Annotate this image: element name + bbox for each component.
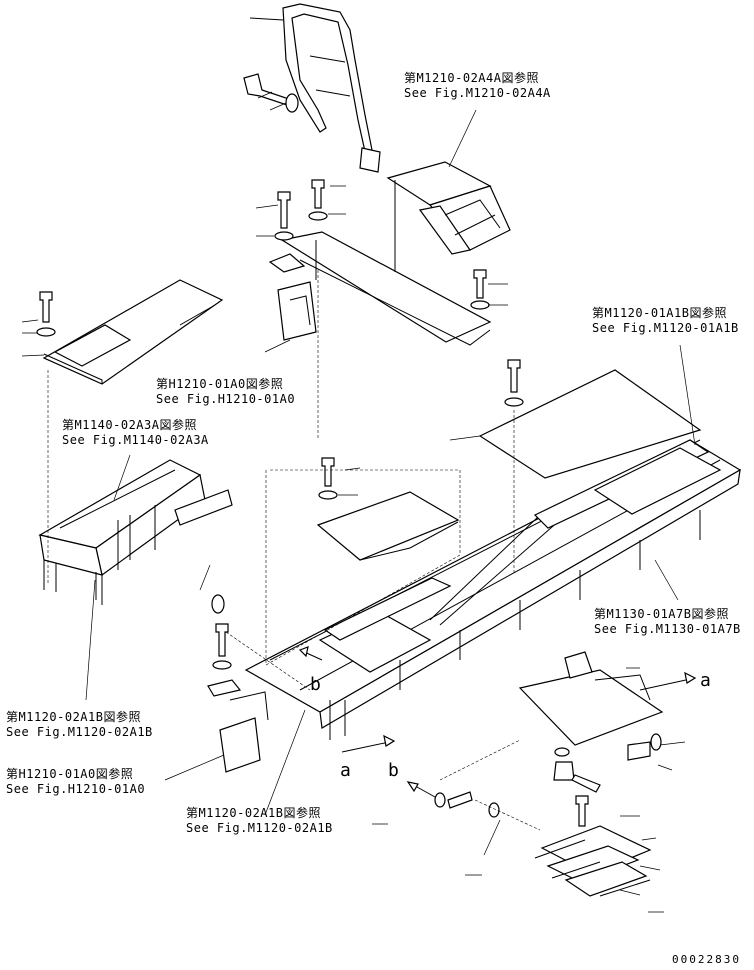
drawing-number: 00022830 xyxy=(672,953,741,966)
reference-label: 第M1120-02A1B図参照 See Fig.M1120-02A1B xyxy=(6,710,153,740)
reference-label: 第M1130-01A7B図参照 See Fig.M1130-01A7B xyxy=(594,607,741,637)
reference-label: 第M1140-02A3A図参照 See Fig.M1140-02A3A xyxy=(62,418,209,448)
center-cover-plate xyxy=(316,491,460,561)
right-lower-plate xyxy=(518,651,664,827)
main-frame xyxy=(244,439,742,740)
leader-lines xyxy=(21,91,696,913)
reference-jp: 第M1210-02A4A図参照 xyxy=(404,71,539,85)
reference-en: See Fig.M1140-02A3A xyxy=(62,433,209,447)
reference-en: See Fig.M1130-01A7B xyxy=(594,622,741,636)
reference-en: See Fig.M1120-02A1B xyxy=(6,725,153,739)
floor-mats xyxy=(534,825,652,897)
reference-jp: 第H1210-01A0図参照 xyxy=(6,767,134,781)
reference-jp: 第M1120-02A1B図参照 xyxy=(186,806,321,820)
reference-label: 第M1210-02A4A図参照 See Fig.M1210-02A4A xyxy=(404,71,551,101)
view-mark-a: a xyxy=(340,760,351,781)
reference-label: 第M1120-01A1B図参照 See Fig.M1120-01A1B xyxy=(592,306,739,336)
right-cover-plate xyxy=(478,369,722,515)
bolts-upper xyxy=(36,179,524,500)
upper-cover-plate xyxy=(280,180,492,346)
reference-jp: 第M1120-02A1B図参照 xyxy=(6,710,141,724)
alignment-lines xyxy=(47,270,541,831)
left-upper-cover xyxy=(42,279,224,385)
reference-jp: 第M1130-01A7B図参照 xyxy=(594,607,729,621)
reference-label: 第H1210-01A0図参照 See Fig.H1210-01A0 xyxy=(156,377,295,407)
reference-label: 第M1120-02A1B図参照 See Fig.M1120-02A1B xyxy=(186,806,333,836)
reference-en: See Fig.M1210-02A4A xyxy=(404,86,551,100)
small-bracket-upper xyxy=(268,253,317,341)
reference-jp: 第H1210-01A0図参照 xyxy=(156,377,284,391)
reference-jp: 第M1120-01A1B図参照 xyxy=(592,306,727,320)
front-bracket xyxy=(207,594,269,773)
left-frame xyxy=(38,459,233,605)
reference-en: See Fig.M1120-01A1B xyxy=(592,321,739,335)
reference-label: 第H1210-01A0図参照 See Fig.H1210-01A0 xyxy=(6,767,145,797)
view-mark-a: a xyxy=(700,670,711,691)
small-fasteners xyxy=(434,791,500,818)
bolt-top xyxy=(243,73,299,113)
reference-en: See Fig.M1120-02A1B xyxy=(186,821,333,835)
reference-jp: 第M1140-02A3A図参照 xyxy=(62,418,197,432)
upper-bracket xyxy=(386,161,511,255)
reference-en: See Fig.H1210-01A0 xyxy=(156,392,296,406)
view-arrows xyxy=(298,646,697,798)
view-mark-b: b xyxy=(388,760,399,781)
view-mark-b: b xyxy=(310,674,321,695)
handrail xyxy=(249,3,381,173)
reference-en: See Fig.H1210-01A0 xyxy=(6,782,146,796)
